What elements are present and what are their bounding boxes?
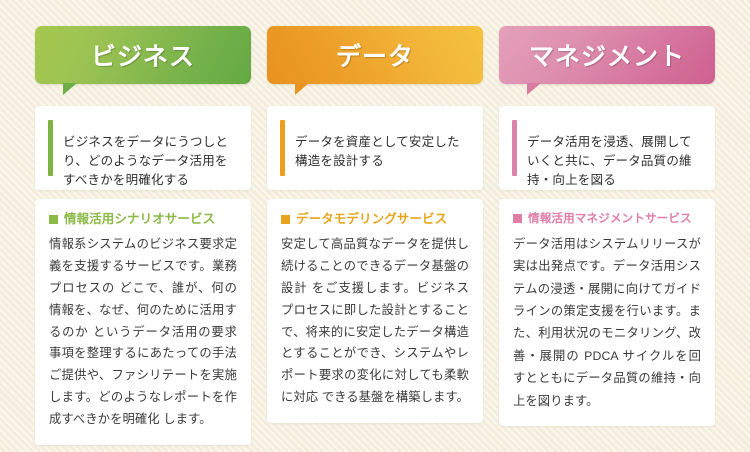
column-data: データ データを資産として安定した構造を設計する データモデリングサービス 安定… [267, 26, 483, 423]
service-body-management: データ活用はシステムリリースが実は出発点です。データ活用システムの浸透・展開に向… [513, 236, 701, 408]
bubble-tail-icon-data [295, 83, 309, 95]
accent-bar-management [512, 120, 517, 176]
service-body-business: 情報系システムのビジネス要求定義を支援するサービスです。業務プロセスの どこで、… [49, 237, 237, 426]
service-body-data: 安定して高品質なデータを提供し続けることのできるデータ基盤の設計 をご支援します… [281, 237, 469, 405]
bubble-label-data: データ [335, 43, 414, 71]
square-marker-icon-management [513, 214, 522, 224]
service-title-management: 情報活用マネジメントサービス [513, 212, 701, 226]
bubble-label-business: ビジネス [90, 43, 195, 71]
bubble-tail-icon-business [63, 83, 77, 95]
service-title-business: 情報活用シナリオサービス [49, 212, 237, 227]
bubble-business: ビジネス [35, 26, 251, 84]
lead-text-management: データ活用を浸透、展開していくと共に、データ品質の維持・向上を図る [527, 134, 692, 188]
heading-bubble-data: データ [267, 26, 483, 95]
square-marker-icon-data [281, 215, 290, 224]
column-management: マネジメント データ活用を浸透、展開していくと共に、データ品質の維持・向上を図る… [499, 26, 715, 426]
heading-bubble-management: マネジメント [499, 26, 715, 95]
lead-card-data: データを資産として安定した構造を設計する [267, 106, 483, 190]
service-title-label-management: 情報活用マネジメントサービス [528, 212, 692, 225]
service-title-label-data: データモデリングサービス [296, 212, 448, 226]
bubble-management: マネジメント [499, 26, 715, 84]
service-card-data: データモデリングサービス 安定して高品質なデータを提供し続けることのできるデータ… [267, 199, 483, 423]
square-marker-icon-business [49, 215, 58, 224]
bubble-tail-icon-management [527, 83, 541, 95]
lead-text-business: ビジネスをデータにうつしとり、どのようなデータ活用をすべきかを明確化する [63, 134, 229, 188]
bubble-data: データ [267, 26, 483, 84]
heading-bubble-business: ビジネス [35, 26, 251, 95]
bubble-label-management: マネジメント [528, 43, 685, 71]
service-title-data: データモデリングサービス [281, 212, 469, 227]
accent-bar-business [48, 120, 53, 176]
service-title-label-business: 情報活用シナリオサービス [64, 212, 216, 226]
lead-card-business: ビジネスをデータにうつしとり、どのようなデータ活用をすべきかを明確化する [35, 106, 251, 190]
lead-card-management: データ活用を浸透、展開していくと共に、データ品質の維持・向上を図る [499, 106, 715, 190]
service-card-management: 情報活用マネジメントサービス データ活用はシステムリリースが実は出発点です。デー… [499, 199, 715, 426]
accent-bar-data [280, 120, 285, 176]
service-card-business: 情報活用シナリオサービス 情報系システムのビジネス要求定義を支援するサービスです… [35, 199, 251, 445]
column-business: ビジネス ビジネスをデータにうつしとり、どのようなデータ活用をすべきかを明確化す… [35, 26, 251, 445]
lead-text-data: データを資産として安定した構造を設計する [295, 134, 460, 168]
